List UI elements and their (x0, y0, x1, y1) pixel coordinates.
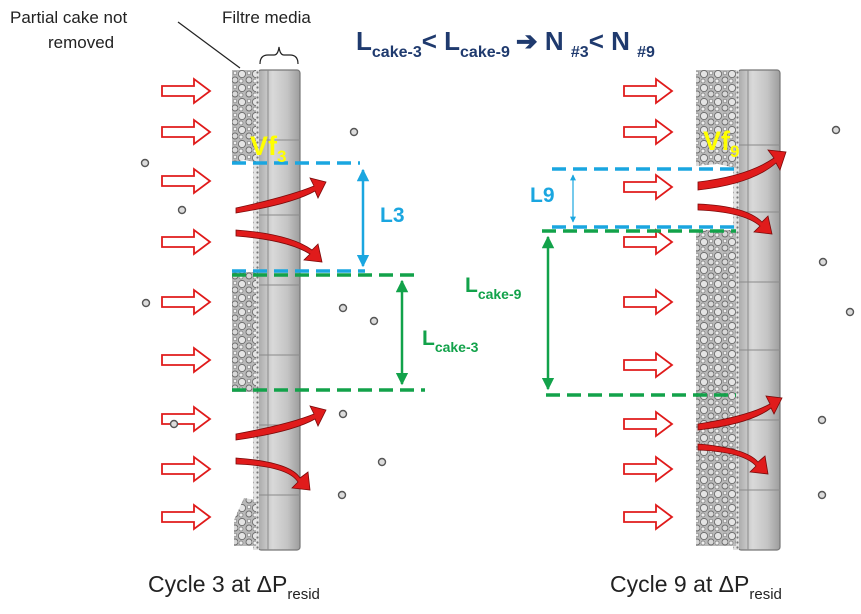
flow-curve-arrow (697, 443, 769, 475)
inflow-arrow (623, 410, 674, 438)
right-cake-main (696, 230, 736, 546)
right-panel: Vf9 L9 Lcake-9 Cycle 9 at ΔPresid (465, 69, 855, 603)
flow-curve-arrow (235, 177, 327, 214)
right-inflow-arrows (623, 77, 674, 531)
inflow-arrow (623, 228, 674, 256)
left-media-segments (258, 70, 300, 550)
left-vf-label: Vf3 (250, 131, 286, 166)
inflow-arrow (623, 455, 674, 483)
inflow-arrow (161, 455, 212, 483)
particle (817, 415, 827, 425)
particle (338, 303, 348, 313)
right-particles (817, 125, 855, 500)
filtre-media-brace (259, 46, 299, 65)
flow-curve-arrow (235, 405, 327, 441)
left-particles (140, 127, 387, 500)
left-l-label: L3 (380, 204, 405, 227)
right-cake-top (696, 70, 736, 168)
particle (377, 457, 387, 467)
inflow-arrow (161, 503, 212, 531)
right-lcake-label: Lcake-9 (465, 274, 522, 302)
flow-curve-arrow (697, 149, 787, 191)
right-flow-arrows (697, 149, 787, 475)
particle (831, 125, 841, 135)
left-cake-bottom (234, 498, 256, 546)
left-lcake-label: Lcake-3 (422, 327, 479, 355)
left-flow-arrows (235, 177, 327, 491)
left-panel: Vf3 L3 Lcake-3 Cycle 3 at ΔPresid (140, 69, 479, 603)
flow-curve-arrow (235, 229, 323, 263)
partial-cake-label-line2: removed (48, 33, 114, 52)
inflow-arrow (623, 173, 674, 201)
particle (177, 205, 187, 215)
left-inflow-arrows (161, 77, 212, 531)
left-cake-top (232, 70, 256, 164)
right-media-segments (738, 70, 780, 550)
partial-cake-label-line1: Partial cake not (10, 8, 127, 27)
inflow-arrow (161, 405, 212, 433)
particle (349, 127, 359, 137)
inflow-arrow (161, 77, 212, 105)
particle (337, 490, 347, 500)
particle (141, 298, 151, 308)
flow-curve-arrow (235, 457, 311, 491)
particle (817, 490, 827, 500)
partial-cake-pointer (177, 21, 241, 69)
flow-curve-arrow (697, 203, 773, 235)
inflow-arrow (623, 351, 674, 379)
inflow-arrow (161, 228, 212, 256)
right-caption: Cycle 9 at ΔPresid (610, 571, 782, 603)
particle (845, 307, 855, 317)
particle (169, 419, 179, 429)
flow-curve-arrow (697, 395, 783, 431)
particle (338, 409, 348, 419)
left-caption: Cycle 3 at ΔPresid (148, 571, 320, 603)
relation-title: Lcake-3< Lcake-9➔ N #3< N #9 (356, 26, 655, 61)
inflow-arrow (161, 288, 212, 316)
inflow-arrow (623, 503, 674, 531)
inflow-arrow (161, 118, 212, 146)
inflow-arrow (623, 118, 674, 146)
inflow-arrow (623, 77, 674, 105)
inflow-arrow (161, 346, 212, 374)
particle (818, 257, 828, 267)
particle (140, 158, 150, 168)
particle (369, 316, 379, 326)
right-vf-label: Vf9 (703, 126, 739, 161)
inflow-arrow (623, 288, 674, 316)
left-cake-middle (232, 272, 256, 392)
filtre-media-label: Filtre media (222, 8, 311, 27)
inflow-arrow (161, 167, 212, 195)
right-filter-media (737, 69, 781, 551)
right-l-label: L9 (530, 184, 555, 207)
